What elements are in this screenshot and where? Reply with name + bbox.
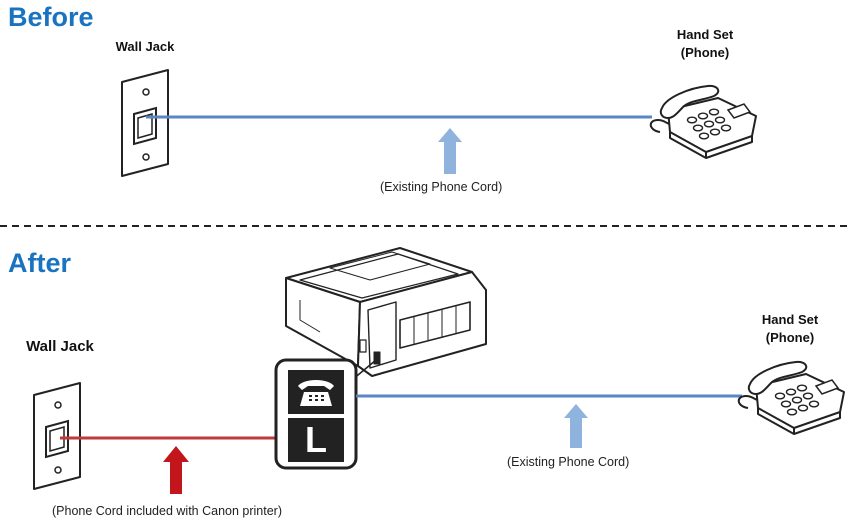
before-wall-jack-label: Wall Jack (115, 39, 175, 54)
after-telephone-icon (737, 360, 845, 435)
after-wall-jack-icon (33, 382, 81, 490)
after-wall-jack-label: Wall Jack (26, 338, 94, 355)
before-handset-label-line2: (Phone) (680, 45, 730, 60)
port-letter: L (305, 419, 327, 460)
printer-icon (285, 247, 487, 377)
phone-port-icon (274, 358, 358, 470)
before-handset-label-line1: Hand Set (676, 27, 734, 42)
before-blue-arrow-icon (438, 128, 462, 174)
before-title: Before (8, 2, 94, 32)
red-arrow-icon (163, 446, 189, 494)
before-handset-label: Hand Set (Phone) (665, 26, 745, 62)
before-wall-jack-icon (121, 69, 169, 177)
after-cord-caption: (Existing Phone Cord) (507, 455, 630, 469)
before-cord-caption: (Existing Phone Cord) (380, 180, 503, 194)
after-handset-label-line1: Hand Set (761, 312, 819, 327)
before-telephone-icon (649, 84, 757, 159)
after-title: After (8, 248, 72, 278)
after-blue-arrow-icon (564, 404, 588, 448)
after-handset-label-line2: (Phone) (765, 330, 815, 345)
after-handset-label: Hand Set (Phone) (750, 311, 830, 347)
canon-cord-caption: (Phone Cord included with Canon printer) (52, 504, 282, 518)
